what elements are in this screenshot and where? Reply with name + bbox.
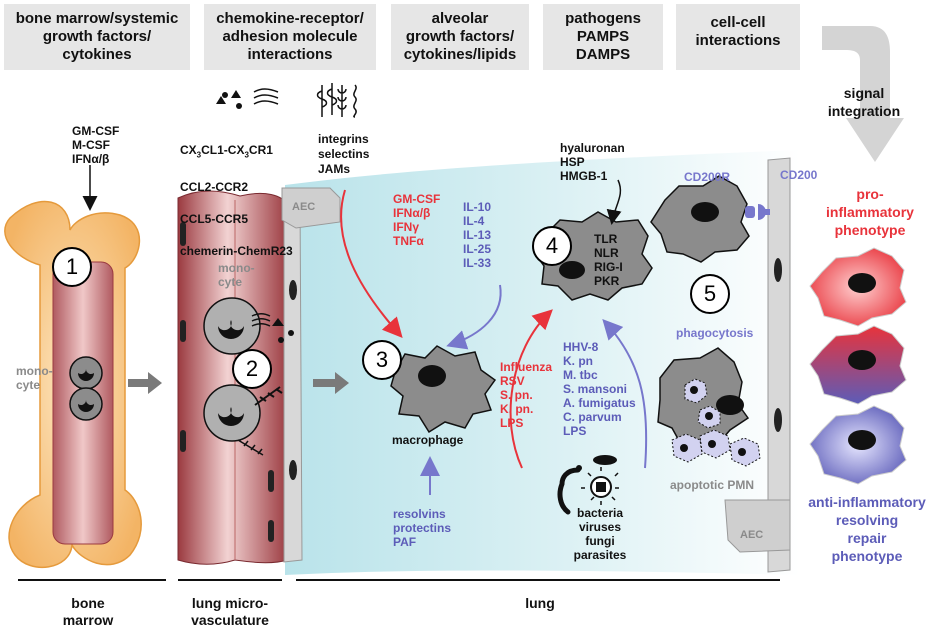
chemokine-pair: chemerin-ChemR23	[180, 244, 293, 259]
chemokine-pairs: CX3CL1-CX3CR1 CCL2-CCR2 CCL5-CCR5 chemer…	[180, 126, 350, 275]
vessel-monocyte	[203, 384, 261, 442]
apoptotic-pmn-label: apoptotic PMN	[670, 478, 754, 492]
footer-lung: lung	[525, 595, 555, 611]
lipid-mediators: resolvins protectins PAF	[393, 507, 452, 549]
systemic-factors: GM-CSF M-CSF IFNα/β	[72, 124, 120, 166]
cd200r-label: CD200R	[684, 170, 731, 184]
vessel-monocyte	[203, 297, 261, 355]
step-2-marker: 2	[232, 349, 272, 389]
macrophage-label: macrophage	[392, 433, 464, 447]
anti-phenotype-label: anti-inflammatory resolving repair pheno…	[808, 494, 926, 564]
marrow-monocyte-label: mono- cyte	[16, 364, 53, 392]
chemokine-pair: CX3CL1-CX3CR1	[180, 143, 273, 160]
chemokine-pair: CCL2-CCR2	[180, 180, 249, 195]
pro-cytokines: GM-CSF IFNα/β IFNγ TNFα	[393, 192, 441, 248]
header-bone-marrow: bone marrow/systemic growth factors/ cyt…	[4, 4, 190, 70]
header-alveolar: alveolar growth factors/ cytokines/lipid…	[391, 4, 529, 70]
pro-phenotype-label: pro- inflammatory phenotype	[826, 186, 914, 238]
aec-label-left: AEC	[292, 201, 316, 213]
signal-integration-arrow	[822, 26, 904, 162]
signal-integration-label: signal integration	[827, 85, 901, 119]
macrophage	[390, 345, 497, 434]
footer-vasculature: lung micro- vasculature	[191, 595, 269, 628]
footer-rule-vasculature	[178, 579, 282, 581]
chemokine-pair: CCL5-CCR5	[180, 212, 249, 227]
microbes-label: bacteria viruses fungi parasites	[573, 506, 627, 562]
pattern-receptors: TLR NLR RIG-I PKR	[594, 232, 623, 288]
flow-arrow	[313, 372, 349, 394]
phagocytosis-label: phagocytosis	[676, 326, 754, 340]
anti-cytokines: IL-10 IL-4 IL-13 IL-25 IL-33	[463, 200, 492, 270]
flow-arrow	[128, 372, 162, 394]
alveolar-epithelium-right	[767, 157, 791, 573]
vessel-monocyte-label: mono- cyte	[218, 261, 255, 289]
step-4-marker: 4	[532, 226, 572, 266]
footer-rule-lung	[296, 579, 780, 581]
footer-bone-marrow: bone marrow	[62, 595, 114, 628]
header-pathogens: pathogens PAMPS DAMPS	[543, 4, 663, 70]
adhesion-molecules: integrins selectins JAMs	[318, 132, 370, 176]
header-cell-cell: cell-cell interactions	[676, 4, 800, 70]
aec-label-right: AEC	[740, 529, 764, 541]
footer-rule-bone-marrow	[18, 579, 166, 581]
pro-pathogens: Influenza RSV S. pn. K. pn. LPS	[500, 360, 553, 430]
step-1-marker: 1	[52, 247, 92, 287]
damps-list: hyaluronan HSP HMGB-1	[560, 141, 625, 183]
cd200-label: CD200	[780, 168, 818, 182]
step-5-marker: 5	[690, 274, 730, 314]
header-chemokine: chemokine-receptor/ adhesion molecule in…	[204, 4, 376, 70]
lung-space	[285, 150, 800, 575]
anti-pathogens: HHV-8 K. pn M. tbc S. mansoni A. fumigat…	[563, 340, 636, 438]
step-3-marker: 3	[362, 340, 402, 380]
